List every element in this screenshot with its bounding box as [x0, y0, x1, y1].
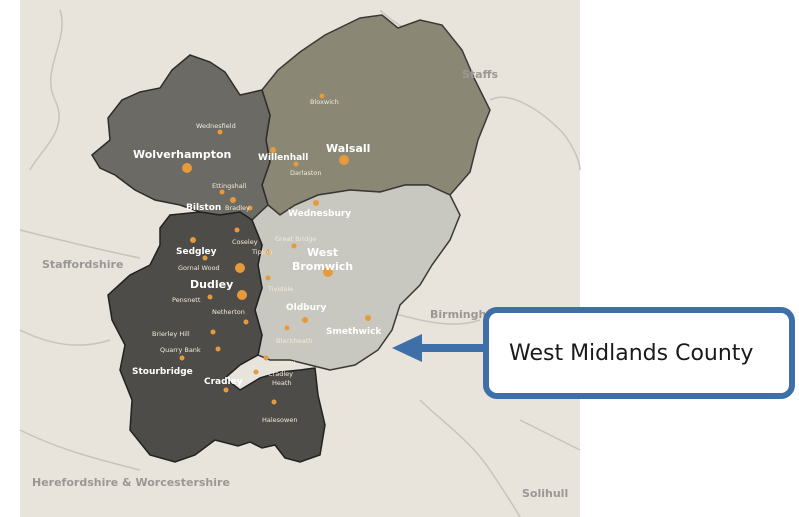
dot-bradley	[247, 205, 253, 211]
dot-bloxwich	[319, 93, 325, 99]
label-cradley-heath-1: Cradley	[268, 370, 293, 378]
dot-pensnett	[207, 294, 213, 300]
label-wednesfield: Wednesfield	[196, 122, 236, 130]
dot-netherton-sub	[243, 319, 249, 325]
dot-brierley-hill	[210, 329, 216, 335]
label-hereford-worcs: Herefordshire & Worcestershire	[32, 476, 230, 489]
label-bloxwich: Bloxwich	[310, 98, 339, 106]
label-stourbridge: Stourbridge	[132, 367, 193, 377]
dot-willenhall	[270, 147, 276, 153]
label-quarry-bank: Quarry Bank	[160, 346, 201, 354]
dot-west-bromwich	[323, 267, 333, 277]
dot-ettingshall	[219, 189, 225, 195]
label-walsall: Walsall	[326, 142, 370, 155]
dot-old-hill	[263, 355, 269, 361]
label-old-hill: Old Hill	[272, 360, 296, 368]
dot-dudley	[235, 263, 245, 273]
dot-bilston	[230, 197, 236, 203]
dot-halesowen	[271, 399, 277, 405]
dot-smethwick	[365, 315, 371, 321]
dot-great-bridge	[291, 243, 297, 249]
label-dudley: Dudley	[190, 278, 233, 291]
label-pensnett: Pensnett	[172, 296, 201, 304]
label-bilston: Bilston	[186, 203, 221, 213]
label-cradley-heath-2: Heath	[272, 379, 292, 387]
label-ettingshall: Ettingshall	[212, 182, 247, 190]
callout-label: West Midlands County	[509, 340, 754, 366]
label-staffs: Staffs	[462, 68, 499, 81]
label-staffordshire: Staffordshire	[42, 258, 123, 271]
dot-tividale	[265, 275, 271, 281]
town-dots	[179, 93, 371, 405]
label-wolverhampton: Wolverhampton	[133, 148, 231, 161]
dot-wolverhampton	[182, 163, 192, 173]
label-darlaston: Darlaston	[290, 169, 321, 177]
dot-stourbridge	[179, 355, 185, 361]
label-netherton: Netherton	[212, 308, 245, 316]
dot-coseley	[234, 227, 240, 233]
dot-netherton	[237, 290, 247, 300]
label-blackheath: Blackheath	[276, 337, 312, 345]
dot-cradley	[223, 387, 229, 393]
label-coseley: Coseley	[232, 238, 258, 246]
label-west: West	[307, 246, 338, 259]
dot-tipton	[265, 249, 271, 255]
label-wednesbury: Wednesbury	[288, 209, 351, 219]
dudley-region	[107, 211, 326, 463]
callout-arrow	[392, 334, 488, 362]
dot-walsall	[339, 155, 349, 165]
label-bradley: Bradley	[225, 204, 250, 212]
label-cradley: Cradley	[204, 377, 243, 387]
label-willenhall: Willenhall	[258, 153, 308, 163]
label-halesowen: Halesowen	[262, 416, 297, 424]
label-brierley-hill: Brierley Hill	[152, 330, 190, 338]
label-great-bridge: Great Bridge	[275, 235, 316, 243]
dot-oldbury	[302, 317, 308, 323]
dot-quarry-bank	[215, 346, 221, 352]
surrounding-boundaries	[19, 9, 581, 517]
label-oldbury: Oldbury	[286, 303, 326, 313]
label-bromwich: Bromwich	[292, 260, 353, 273]
label-solihull: Solihull	[522, 487, 568, 500]
dot-gornal-wood	[202, 255, 208, 261]
dot-sedgley	[190, 237, 196, 243]
label-gornal-wood: Gornal Wood	[178, 264, 220, 272]
label-tividale: Tividale	[267, 285, 293, 293]
callout-box: West Midlands County	[483, 307, 795, 399]
dot-cradley-heath	[253, 369, 259, 375]
dot-wednesbury	[313, 200, 319, 206]
label-sedgley: Sedgley	[176, 247, 217, 257]
dot-darlaston	[293, 161, 299, 167]
dot-wednesfield	[217, 129, 223, 135]
wolverhampton-region	[91, 54, 271, 221]
label-smethwick: Smethwick	[326, 327, 382, 337]
dot-blackheath	[284, 325, 290, 331]
label-tipton: Tipton	[251, 248, 272, 256]
